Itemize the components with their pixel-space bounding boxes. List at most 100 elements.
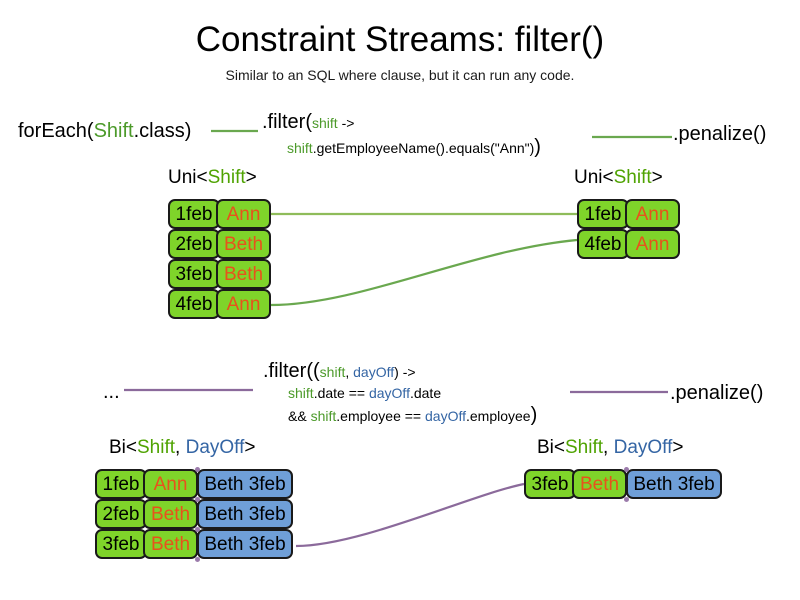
bi-filter-arrow: ) -> xyxy=(394,364,416,380)
cell-text: 2feb xyxy=(175,233,213,255)
table-row[interactable]: 3feb Beth xyxy=(168,259,271,289)
bi-filter-param-shift: shift xyxy=(319,364,346,380)
cell-text: Beth xyxy=(579,473,620,495)
cell-shift-date[interactable]: 1feb xyxy=(95,469,147,499)
uni-left-head-type: Shift xyxy=(207,167,246,188)
bi-l2-shift: shift xyxy=(288,385,314,401)
pair-joint-dot xyxy=(195,557,200,562)
bi-right-head-type2: DayOff xyxy=(613,437,673,458)
bi-filter-line3: && shift.employee == dayOff.employee) xyxy=(288,404,538,426)
cell-shift-date[interactable]: 3feb xyxy=(524,469,576,499)
cell-text: Beth 3feb xyxy=(204,533,286,555)
table-row[interactable]: 2feb Beth Beth 3feb xyxy=(95,497,293,529)
cell-text: Ann xyxy=(226,203,261,225)
uni-filter-arrow: -> xyxy=(337,115,355,131)
cell-dayoff[interactable]: Beth 3feb xyxy=(626,469,722,499)
uni-filter-body: shift.getEmployeeName().equals("Ann")) xyxy=(287,137,541,158)
foreach-type-shift: Shift xyxy=(93,120,134,142)
table-row[interactable]: 4feb Ann xyxy=(577,229,680,259)
uni-filter-keyword: .filter( xyxy=(262,111,312,133)
bi-l2-op: .date == xyxy=(313,385,369,401)
uni-right-head-suffix: > xyxy=(651,167,663,188)
cell-text: Beth 3feb xyxy=(633,473,715,495)
bi-l2-field: .date xyxy=(409,385,442,401)
uni-filter-param: shift xyxy=(312,115,338,131)
cell-shift-employee[interactable]: Ann xyxy=(143,469,198,499)
cell-text: 1feb xyxy=(175,203,213,225)
cell-shift-employee[interactable]: Ann xyxy=(216,199,271,229)
bi-right-head-prefix: Bi< xyxy=(537,437,565,458)
cell-text: Beth xyxy=(223,263,264,285)
cell-shift-date[interactable]: 2feb xyxy=(95,499,147,529)
table-row[interactable]: 3feb Beth Beth 3feb xyxy=(95,527,293,562)
pair-joint-dot xyxy=(195,467,200,472)
bi-filter-line2: shift.date == dayOff.date xyxy=(288,384,441,403)
cell-text: Beth xyxy=(223,233,264,255)
table-row[interactable]: 4feb Ann xyxy=(168,289,271,319)
pair-joint-dot xyxy=(195,497,200,502)
cell-text: Ann xyxy=(153,473,188,495)
cell-shift-date[interactable]: 1feb xyxy=(577,199,629,229)
cell-dayoff[interactable]: Beth 3feb xyxy=(197,499,293,529)
cell-shift-employee[interactable]: Beth xyxy=(143,499,198,529)
cell-shift-employee[interactable]: Beth xyxy=(216,259,271,289)
bi-filter-keyword: .filter(( xyxy=(263,360,320,382)
table-row[interactable]: 1feb Ann Beth 3feb xyxy=(95,467,293,499)
foreach-expression: forEach(Shift.class) xyxy=(18,119,191,143)
table-row[interactable]: 1feb Ann xyxy=(168,199,271,229)
cell-shift-date[interactable]: 4feb xyxy=(168,289,220,319)
cell-text: Beth 3feb xyxy=(204,473,286,495)
cell-shift-employee[interactable]: Beth xyxy=(572,469,627,499)
cell-shift-employee[interactable]: Ann xyxy=(625,199,680,229)
slide-subtitle: Similar to an SQL where clause, but it c… xyxy=(225,67,575,83)
uni-left-head-prefix: Uni< xyxy=(168,167,208,188)
bi-filter-head: .filter((shift, dayOff) -> xyxy=(263,359,416,383)
cell-shift-date[interactable]: 1feb xyxy=(168,199,220,229)
cell-shift-employee[interactable]: Beth xyxy=(216,229,271,259)
table-row[interactable]: 3feb Beth Beth 3feb xyxy=(524,467,722,502)
cell-shift-date[interactable]: 2feb xyxy=(168,229,220,259)
cell-text: Ann xyxy=(635,233,670,255)
cell-dayoff[interactable]: Beth 3feb xyxy=(197,529,293,559)
cell-text: Beth xyxy=(150,533,191,555)
cell-text: 3feb xyxy=(175,263,213,285)
pair-joint-dot xyxy=(195,527,200,532)
bi-left-head-type2: DayOff xyxy=(185,437,245,458)
uni-left-type-heading: Uni<Shift> xyxy=(168,167,257,189)
bi-left-head-suffix: > xyxy=(244,437,256,458)
cell-text: Ann xyxy=(226,293,261,315)
bi-l3-op: .employee == xyxy=(336,408,425,424)
table-row[interactable]: 1feb Ann xyxy=(577,199,680,229)
table-row[interactable]: 2feb Beth xyxy=(168,229,271,259)
bi-filter-close-paren: ) xyxy=(530,404,538,426)
uni-body-call: .getEmployeeName().equals("Ann") xyxy=(312,140,535,156)
bi-left-head-type1: Shift xyxy=(137,437,176,458)
cell-shift-employee[interactable]: Ann xyxy=(625,229,680,259)
cell-text: 1feb xyxy=(102,473,140,495)
wire-uni-4feb xyxy=(270,238,578,307)
pair-joint-dot xyxy=(624,467,629,472)
cell-shift-date[interactable]: 3feb xyxy=(95,529,147,559)
slide-title: Constraint Streams: filter() xyxy=(195,20,605,59)
cell-shift-date[interactable]: 4feb xyxy=(577,229,629,259)
bi-penalize: .penalize() xyxy=(670,382,764,404)
cell-text: 3feb xyxy=(102,533,140,555)
uni-left-head-suffix: > xyxy=(245,167,257,188)
wire-bi-3feb xyxy=(295,482,525,548)
cell-text: Beth 3feb xyxy=(204,503,286,525)
pair-joint-dot xyxy=(624,497,629,502)
cell-dayoff[interactable]: Beth 3feb xyxy=(197,469,293,499)
bi-l2-dayoff: dayOff xyxy=(368,385,410,401)
bi-l3-field: .employee xyxy=(466,408,531,424)
cell-text: 3feb xyxy=(531,473,569,495)
bi-right-type-heading: Bi<Shift, DayOff> xyxy=(537,437,683,459)
cell-shift-employee[interactable]: Ann xyxy=(216,289,271,319)
cell-text: 2feb xyxy=(102,503,140,525)
cell-shift-employee[interactable]: Beth xyxy=(143,529,198,559)
uni-body-receiver: shift xyxy=(287,140,313,156)
cell-shift-date[interactable]: 3feb xyxy=(168,259,220,289)
bi-right-head-suffix: > xyxy=(672,437,684,458)
uni-penalize: .penalize() xyxy=(673,123,767,145)
bi-l3-shift: shift xyxy=(310,408,337,424)
